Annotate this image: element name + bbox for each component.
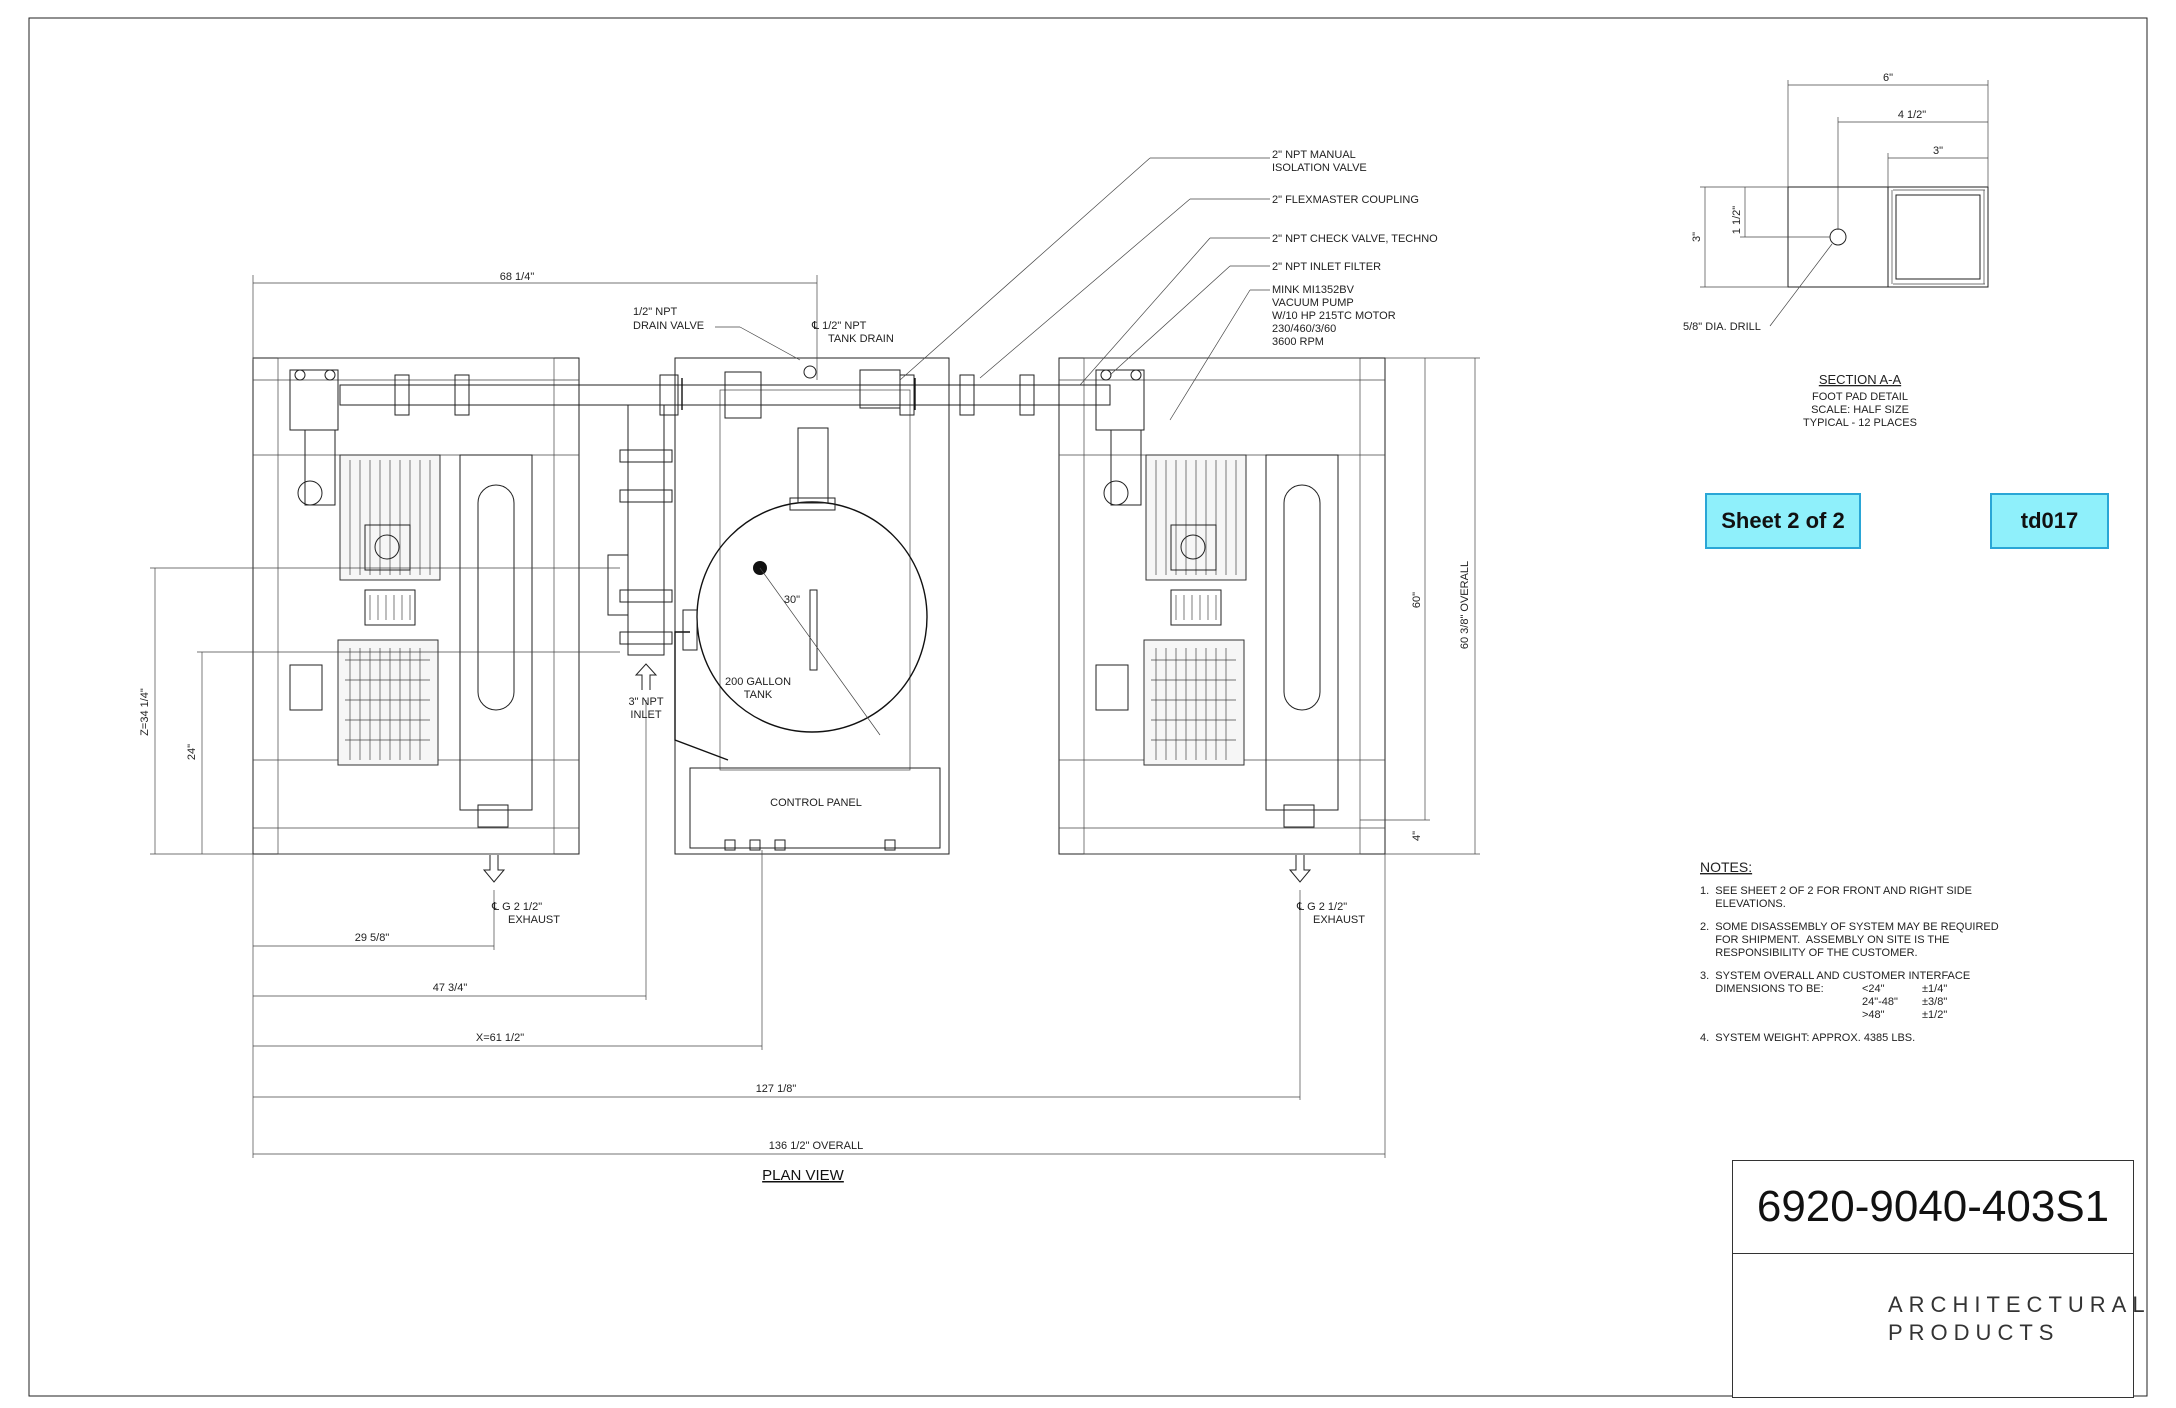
note-line-4: FOR SHIPMENT. ASSEMBLY ON SITE IS THE xyxy=(1700,934,1949,946)
section-line-3: TYPICAL - 12 PLACES xyxy=(1803,417,1917,429)
right-pump-module xyxy=(1058,357,1386,855)
dimension-labels: 68 1/4" 29 5/8" 47 3/4" X=61 1/2" 127 1/… xyxy=(139,271,1471,1152)
dim-width-overall: 136 1/2" OVERALL xyxy=(769,1140,863,1152)
notes-block: NOTES: 1. SEE SHEET 2 OF 2 FOR FRONT AND… xyxy=(1700,859,1999,1044)
control-panel-box xyxy=(689,767,941,849)
tol-range-1: <24" xyxy=(1862,983,1885,995)
sheet-border xyxy=(28,17,2148,1397)
dimension-lines xyxy=(150,275,1480,1158)
section-dim-3h: 3" xyxy=(1691,232,1703,242)
title-block: 6920-9040-403S1 ARCHITECTURAL PRODUCTS xyxy=(1732,1160,2145,1398)
callout-tank-1: 200 GALLON xyxy=(725,676,791,688)
section-line-1: FOOT PAD DETAIL xyxy=(1812,391,1908,403)
left-pump-module xyxy=(252,357,580,855)
note-line-2: ELEVATIONS. xyxy=(1700,898,1786,910)
section-detail xyxy=(1700,80,1989,327)
tank-module xyxy=(674,357,950,855)
callout-pump-5: 3600 RPM xyxy=(1272,336,1324,348)
callout-inlet-1: 3" NPT xyxy=(628,696,663,708)
callout-tank-drain-2: TANK DRAIN xyxy=(828,333,894,345)
note-line-7: DIMENSIONS TO BE: xyxy=(1700,983,1824,995)
tank-circle xyxy=(696,501,928,733)
dim-exhaust-left: 29 5/8" xyxy=(355,932,390,944)
callout-manual-valve-1: 2" NPT MANUAL xyxy=(1272,149,1356,161)
callout-pump-4: 230/460/3/60 xyxy=(1272,323,1336,335)
section-line-2: SCALE: HALF SIZE xyxy=(1811,404,1909,416)
dim-z: Z=34 1/4" xyxy=(139,688,151,736)
callout-manual-valve-2: ISOLATION VALVE xyxy=(1272,162,1367,174)
section-dim-15: 1 1/2" xyxy=(1731,206,1743,234)
callout-exhaust-right-2: EXHAUST xyxy=(1313,914,1365,926)
callout-pump-3: W/10 HP 215TC MOTOR xyxy=(1272,310,1396,322)
dim-height-inner: 60" xyxy=(1411,592,1423,608)
callout-coupling: 2" FLEXMASTER COUPLING xyxy=(1272,194,1419,206)
notes-heading: NOTES: xyxy=(1700,859,1752,875)
doc-number: 6920-9040-403S1 xyxy=(1733,1161,2133,1254)
section-dim-6: 6" xyxy=(1883,72,1893,84)
section-drill: 5/8" DIA. DRILL xyxy=(1683,321,1761,333)
callout-pump-1: MINK MI1352BV xyxy=(1272,284,1355,296)
callout-inlet-filter: 2" NPT INLET FILTER xyxy=(1272,261,1381,273)
tol-value-1: ±1/4" xyxy=(1922,983,1947,995)
inlet-arrow xyxy=(634,663,658,690)
note-line-8: 4. SYSTEM WEIGHT: APPROX. 4385 LBS. xyxy=(1700,1032,1915,1044)
callout-drain-valve-2: DRAIN VALVE xyxy=(633,320,704,332)
dim-inlet: 47 3/4" xyxy=(433,982,468,994)
dim-y: 24" xyxy=(186,744,198,760)
exhaust-arrow-left xyxy=(482,855,506,883)
tol-value-3: ±1/2" xyxy=(1922,1009,1947,1021)
section-labels: 6" 4 1/2" 3" 3" 1 1/2" 5/8" DIA. DRILL S… xyxy=(1683,72,1943,429)
callout-drain-valve-1: 1/2" NPT xyxy=(633,306,678,318)
section-dim-45: 4 1/2" xyxy=(1898,109,1926,121)
dim-top-overall: 68 1/4" xyxy=(500,271,535,283)
section-dim-3w: 3" xyxy=(1933,145,1943,157)
dim-exhaust-right: 127 1/8" xyxy=(756,1083,797,1095)
sheet-badge: Sheet 2 of 2 xyxy=(1705,493,1861,549)
tol-value-2: ±3/8" xyxy=(1922,996,1947,1008)
company-line-2: PRODUCTS xyxy=(1888,1320,2060,1345)
header-pipe xyxy=(339,365,1111,419)
exhaust-arrow-right xyxy=(1288,855,1312,883)
note-line-1: 1. SEE SHEET 2 OF 2 FOR FRONT AND RIGHT … xyxy=(1700,885,1972,897)
dim-tank-dia: 30" xyxy=(784,594,800,606)
callout-labels: 2" NPT MANUAL ISOLATION VALVE 2" FLEXMAS… xyxy=(491,149,1438,1184)
note-line-6: 3. SYSTEM OVERALL AND CUSTOMER INTERFACE xyxy=(1700,970,1970,982)
tol-range-2: 24"-48" xyxy=(1862,996,1898,1008)
inlet-pipe xyxy=(607,404,673,656)
callout-check-valve: 2" NPT CHECK VALVE, TECHNO xyxy=(1272,233,1438,245)
note-line-3: 2. SOME DISASSEMBLY OF SYSTEM MAY BE REQ… xyxy=(1700,921,1999,933)
dim-height-overall: 60 3/8" OVERALL xyxy=(1459,561,1471,649)
tol-range-3: >48" xyxy=(1862,1009,1885,1021)
dim-x: X=61 1/2" xyxy=(476,1032,524,1044)
callout-exhaust-left-1: ℄ G 2 1/2" xyxy=(491,901,542,913)
view-title: PLAN VIEW xyxy=(762,1167,845,1184)
note-line-5: RESPONSIBILITY OF THE CUSTOMER. xyxy=(1700,947,1918,959)
code-badge: td017 xyxy=(1990,493,2109,549)
leader-lines xyxy=(715,157,1270,421)
dim-foot-offset: 4" xyxy=(1411,831,1423,841)
callout-pump-2: VACUUM PUMP xyxy=(1272,297,1354,309)
callout-exhaust-right-1: ℄ G 2 1/2" xyxy=(1296,901,1347,913)
callout-tank-drain-1: ℄ 1/2" NPT xyxy=(811,320,867,332)
callout-exhaust-left-2: EXHAUST xyxy=(508,914,560,926)
callout-control-panel: CONTROL PANEL xyxy=(770,797,862,809)
company-name: ARCHITECTURAL PRODUCTS xyxy=(1888,1291,2151,1347)
company-line-1: ARCHITECTURAL xyxy=(1888,1292,2151,1317)
callout-tank-2: TANK xyxy=(744,689,773,701)
section-title: SECTION A-A xyxy=(1819,372,1902,387)
callout-inlet-2: INLET xyxy=(630,709,661,721)
